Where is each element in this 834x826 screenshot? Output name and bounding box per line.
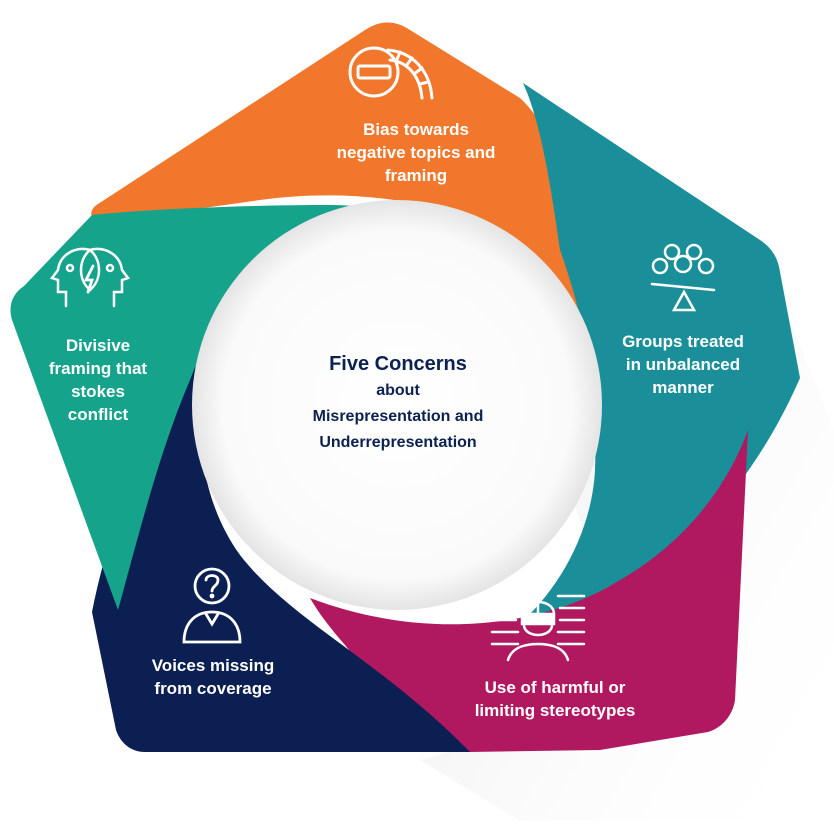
label-groups: Groups treated in unbalanced manner — [598, 330, 768, 399]
label-divisive: Divisive framing that stokes conflict — [28, 334, 168, 426]
label-line: Divisive — [65, 336, 131, 355]
unbalanced-scale-group-icon — [650, 243, 716, 312]
label-line: negative topics and — [336, 143, 496, 162]
label-line: limiting stereotypes — [474, 701, 636, 720]
segment-voices — [92, 345, 470, 752]
center-disc — [192, 200, 602, 610]
center-title: Five Concerns — [329, 353, 467, 375]
label-line: Groups treated — [622, 332, 744, 351]
center-text: Five Concerns about Misrepresentation an… — [268, 350, 528, 456]
label-voices: Voices missing from coverage — [118, 654, 308, 700]
label-line: manner — [652, 378, 714, 397]
center-subtitle-line-1: Misrepresentation and — [312, 408, 484, 425]
segment-divisive — [10, 205, 410, 610]
label-line: in unbalanced — [625, 355, 741, 374]
speedometer-icon — [348, 46, 434, 100]
label-line: framing that — [48, 359, 148, 378]
label-line: Voices missing — [151, 656, 275, 675]
label-line: conflict — [67, 405, 129, 424]
label-stereotypes: Use of harmful or limiting stereotypes — [440, 676, 670, 722]
segment-stereotypes — [310, 430, 748, 752]
segment-negative — [91, 22, 585, 352]
label-line: stokes — [71, 382, 125, 401]
person-question-icon — [182, 567, 242, 644]
label-line: from coverage — [154, 679, 272, 698]
label-negative: Bias towards negative topics and framing — [316, 118, 516, 187]
blindfolded-worker-icon — [490, 594, 586, 662]
two-heads-lightning-icon — [49, 247, 131, 308]
center-subtitle-line-2: Underrepresentation — [319, 434, 477, 451]
label-line: Use of harmful or — [484, 678, 626, 697]
center-subtitle-about: about — [376, 382, 420, 399]
label-line: Bias towards — [363, 120, 469, 139]
label-line: framing — [384, 166, 448, 185]
